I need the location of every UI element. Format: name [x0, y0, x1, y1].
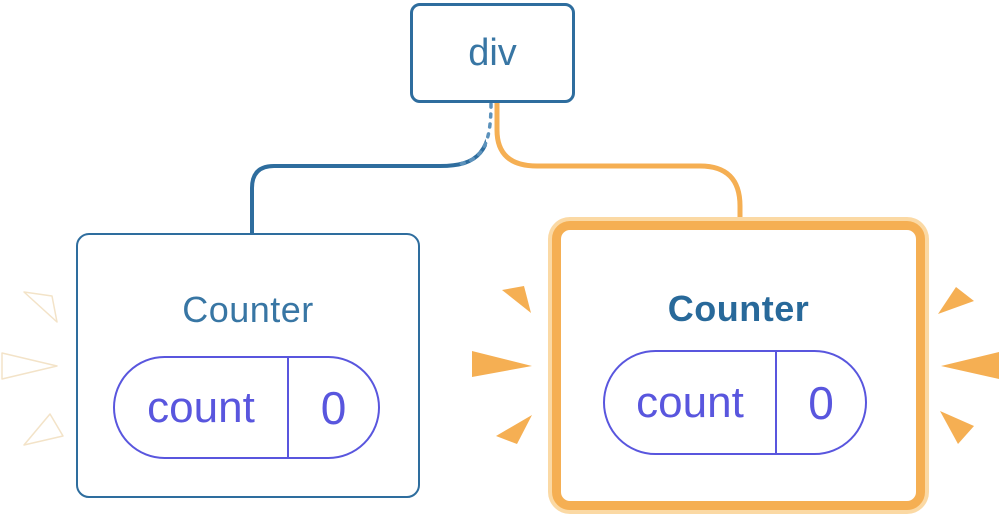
spark-icon	[23, 413, 64, 446]
spark-burst-right	[938, 287, 999, 444]
connector-root-to-left-occluded-dashes	[453, 102, 493, 167]
spark-icon	[1, 352, 58, 380]
state-value: 0	[808, 376, 834, 429]
component-node-counter-left: Counter count 0	[76, 233, 420, 498]
spark-icon	[496, 415, 532, 444]
spark-icon	[941, 352, 999, 379]
state-pill: count 0	[113, 356, 380, 459]
component-title: Counter	[182, 289, 314, 330]
state-key: count	[605, 352, 777, 453]
state-value: 0	[320, 381, 347, 434]
connector-root-to-right	[494, 102, 743, 234]
connector-root-to-left	[250, 101, 494, 234]
spark-icon	[472, 351, 532, 377]
spark-icon	[938, 287, 974, 314]
spark-icon	[23, 291, 58, 323]
root-node-div: div	[410, 3, 575, 103]
spark-icon	[502, 286, 531, 313]
root-node-label: div	[468, 31, 517, 74]
component-title: Counter	[667, 288, 810, 329]
state-pill: count 0	[603, 350, 867, 455]
component-node-counter-highlighted: Counter count 0	[552, 221, 925, 510]
connector-root-to-right-outline	[485, 102, 752, 218]
spark-burst-center	[472, 286, 532, 444]
spark-icon	[940, 411, 974, 444]
spark-burst-left	[1, 291, 64, 446]
state-key: count	[115, 358, 289, 457]
